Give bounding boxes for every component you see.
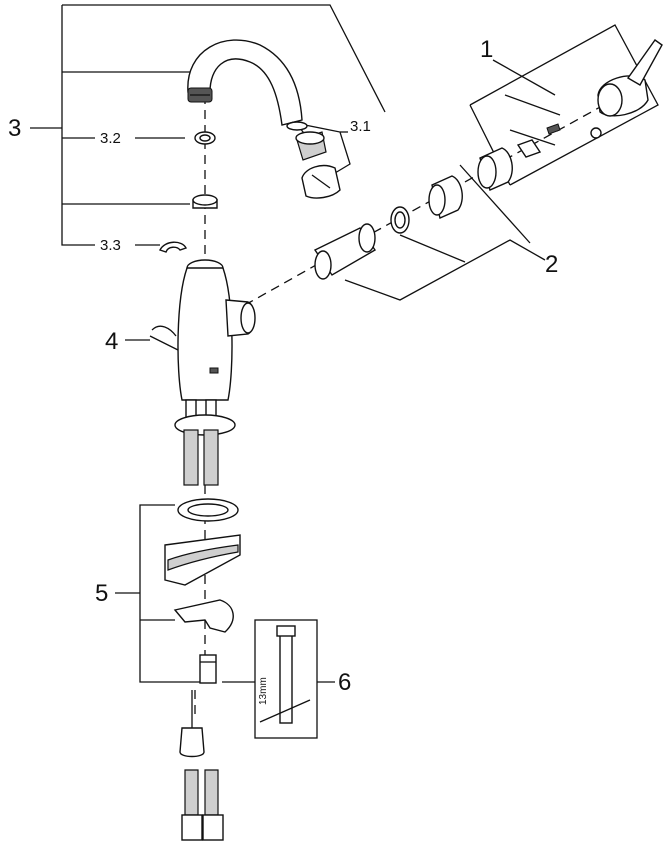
callout-4: 4 — [105, 328, 118, 355]
clip-3-3 — [159, 241, 187, 253]
mounting-set — [164, 498, 241, 684]
callout-3-2: 3.2 — [100, 130, 121, 147]
callout-6: 6 — [338, 669, 351, 696]
aerator-group — [286, 121, 341, 199]
tool-key-6: 13mm — [258, 625, 311, 724]
tool-size-label: 13mm — [258, 677, 269, 705]
spout-nut — [192, 194, 218, 209]
callout-3-3: 3.3 — [100, 237, 121, 254]
callout-3-1: 3.1 — [350, 118, 371, 135]
callout-3: 3 — [8, 115, 21, 142]
callout-labels: 1 2 3 3.1 3.2 3.3 4 5 6 — [8, 36, 558, 696]
callout-5: 5 — [95, 580, 108, 607]
mixer-body — [177, 259, 256, 401]
supply-hoses — [179, 690, 224, 841]
lift-rod-4 — [149, 325, 179, 351]
cartridge-group — [313, 147, 513, 280]
spout — [187, 39, 303, 126]
callout-2: 2 — [545, 251, 558, 278]
assembly-axes — [194, 84, 641, 720]
handle-group — [516, 39, 663, 158]
callout-1: 1 — [480, 36, 493, 63]
mounting-studs — [174, 399, 236, 486]
leader-lines — [30, 4, 659, 739]
